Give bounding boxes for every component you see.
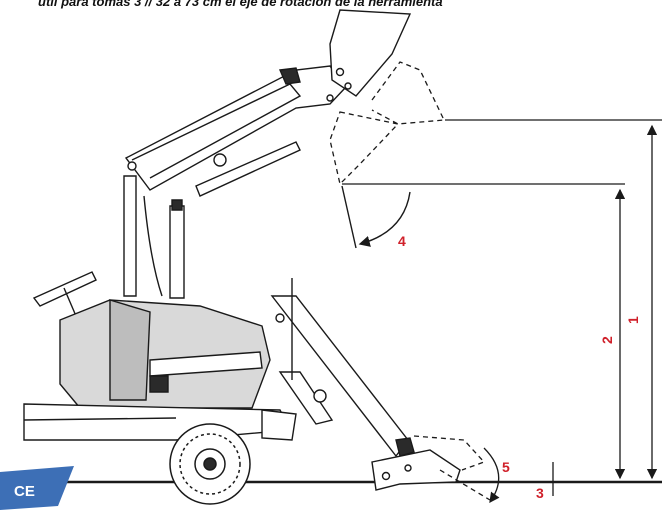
angle-arc-5 xyxy=(483,447,500,504)
dimension-label-4: 4 xyxy=(398,233,406,249)
dimension-label-2: 2 xyxy=(599,336,615,344)
lowered-bucket xyxy=(371,449,461,491)
diagram-caption: útil para tomas 3 // 32 a 73 cm el eje d… xyxy=(38,0,443,9)
dimension-label-5: 5 xyxy=(502,459,510,475)
raised-boom xyxy=(124,65,346,197)
lowered-arm xyxy=(270,278,415,458)
tractor-body xyxy=(23,271,297,441)
ce-logo: CE xyxy=(0,466,74,510)
lowered-bucket-dashed xyxy=(413,435,491,501)
lift-column xyxy=(123,175,185,299)
dump-bucket xyxy=(341,185,411,249)
raised-bucket-dashed xyxy=(329,61,445,186)
dimension-label-3: 3 xyxy=(536,485,544,501)
raised-bucket xyxy=(326,9,412,102)
dimension-label-1: 1 xyxy=(625,316,641,324)
front-wheel xyxy=(169,423,251,505)
logo-text: CE xyxy=(14,483,35,500)
